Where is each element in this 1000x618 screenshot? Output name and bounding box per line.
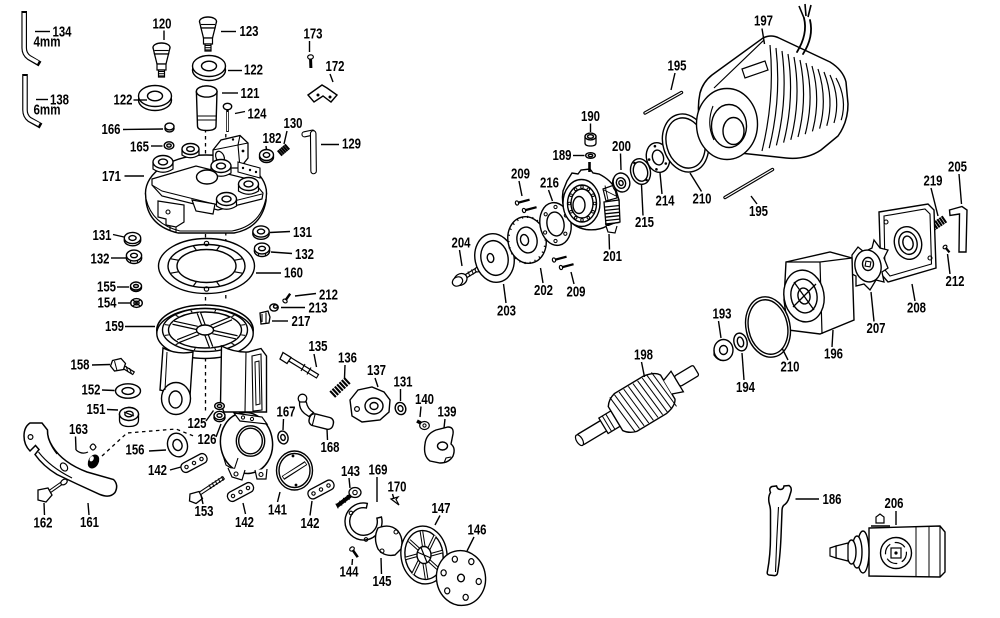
svg-text:142: 142 (301, 516, 320, 532)
svg-text:147: 147 (432, 501, 451, 517)
svg-text:155: 155 (97, 280, 116, 296)
svg-text:142: 142 (235, 515, 254, 531)
svg-text:203: 203 (497, 304, 516, 320)
svg-text:195: 195 (749, 204, 768, 220)
svg-text:205: 205 (948, 160, 967, 176)
svg-text:209: 209 (511, 167, 530, 183)
svg-text:216: 216 (540, 176, 559, 192)
svg-text:209: 209 (567, 285, 586, 301)
svg-text:186: 186 (823, 492, 842, 508)
svg-text:193: 193 (713, 307, 732, 323)
svg-text:198: 198 (634, 348, 653, 364)
svg-text:152: 152 (82, 383, 101, 399)
svg-text:159: 159 (105, 319, 124, 335)
svg-text:145: 145 (373, 574, 392, 590)
svg-text:170: 170 (388, 480, 407, 496)
svg-text:169: 169 (369, 463, 388, 479)
svg-text:190: 190 (581, 109, 600, 125)
svg-text:210: 210 (781, 360, 800, 376)
svg-text:124: 124 (248, 107, 267, 123)
svg-text:201: 201 (603, 249, 622, 265)
svg-text:162: 162 (34, 516, 53, 532)
svg-text:134: 134 (53, 25, 72, 41)
svg-text:173: 173 (304, 27, 323, 43)
svg-text:125: 125 (188, 416, 207, 432)
svg-text:204: 204 (452, 236, 471, 252)
svg-text:160: 160 (284, 266, 303, 282)
svg-text:120: 120 (153, 17, 172, 33)
svg-text:161: 161 (80, 515, 99, 531)
svg-text:131: 131 (394, 375, 413, 391)
svg-text:132: 132 (91, 252, 110, 268)
svg-text:217: 217 (292, 314, 311, 330)
svg-text:121: 121 (241, 86, 260, 102)
svg-text:171: 171 (102, 169, 121, 185)
svg-text:140: 140 (415, 392, 434, 408)
svg-text:167: 167 (277, 405, 296, 421)
svg-text:142: 142 (148, 463, 167, 479)
svg-text:195: 195 (668, 59, 687, 75)
svg-text:158: 158 (71, 358, 90, 374)
svg-text:208: 208 (907, 301, 926, 317)
svg-text:172: 172 (326, 59, 345, 75)
svg-text:213: 213 (309, 301, 328, 317)
svg-text:138: 138 (50, 93, 69, 109)
svg-text:196: 196 (824, 347, 843, 363)
svg-text:123: 123 (240, 24, 259, 40)
svg-text:207: 207 (867, 321, 886, 337)
svg-text:200: 200 (612, 139, 631, 155)
svg-text:6mm: 6mm (34, 103, 61, 119)
svg-text:182: 182 (263, 131, 282, 147)
svg-text:194: 194 (736, 380, 755, 396)
svg-text:219: 219 (924, 174, 943, 190)
svg-text:139: 139 (438, 405, 457, 421)
svg-text:212: 212 (319, 288, 338, 304)
svg-text:210: 210 (693, 192, 712, 208)
svg-text:202: 202 (534, 283, 553, 299)
svg-text:168: 168 (321, 440, 340, 456)
svg-text:212: 212 (946, 274, 965, 290)
svg-text:136: 136 (338, 351, 357, 367)
svg-text:130: 130 (284, 116, 303, 132)
svg-text:141: 141 (268, 503, 287, 519)
svg-text:122: 122 (244, 63, 263, 79)
svg-text:165: 165 (130, 140, 149, 156)
svg-text:126: 126 (198, 432, 217, 448)
svg-text:132: 132 (295, 247, 314, 263)
svg-text:144: 144 (340, 565, 359, 581)
svg-text:153: 153 (195, 504, 214, 520)
svg-text:131: 131 (93, 228, 112, 244)
svg-text:156: 156 (126, 443, 145, 459)
svg-text:206: 206 (885, 496, 904, 512)
svg-text:166: 166 (102, 122, 121, 138)
svg-text:197: 197 (754, 14, 773, 30)
svg-text:135: 135 (309, 339, 328, 355)
svg-text:131: 131 (293, 225, 312, 241)
svg-text:163: 163 (69, 422, 88, 438)
svg-text:146: 146 (468, 523, 487, 539)
svg-text:137: 137 (367, 363, 386, 379)
svg-text:215: 215 (635, 215, 654, 231)
svg-text:189: 189 (553, 148, 572, 164)
svg-text:4mm: 4mm (34, 35, 61, 51)
svg-text:143: 143 (341, 464, 360, 480)
svg-text:151: 151 (87, 402, 106, 418)
svg-text:214: 214 (656, 194, 675, 210)
svg-text:154: 154 (98, 296, 117, 312)
svg-text:129: 129 (342, 137, 361, 153)
svg-text:122: 122 (114, 93, 133, 109)
